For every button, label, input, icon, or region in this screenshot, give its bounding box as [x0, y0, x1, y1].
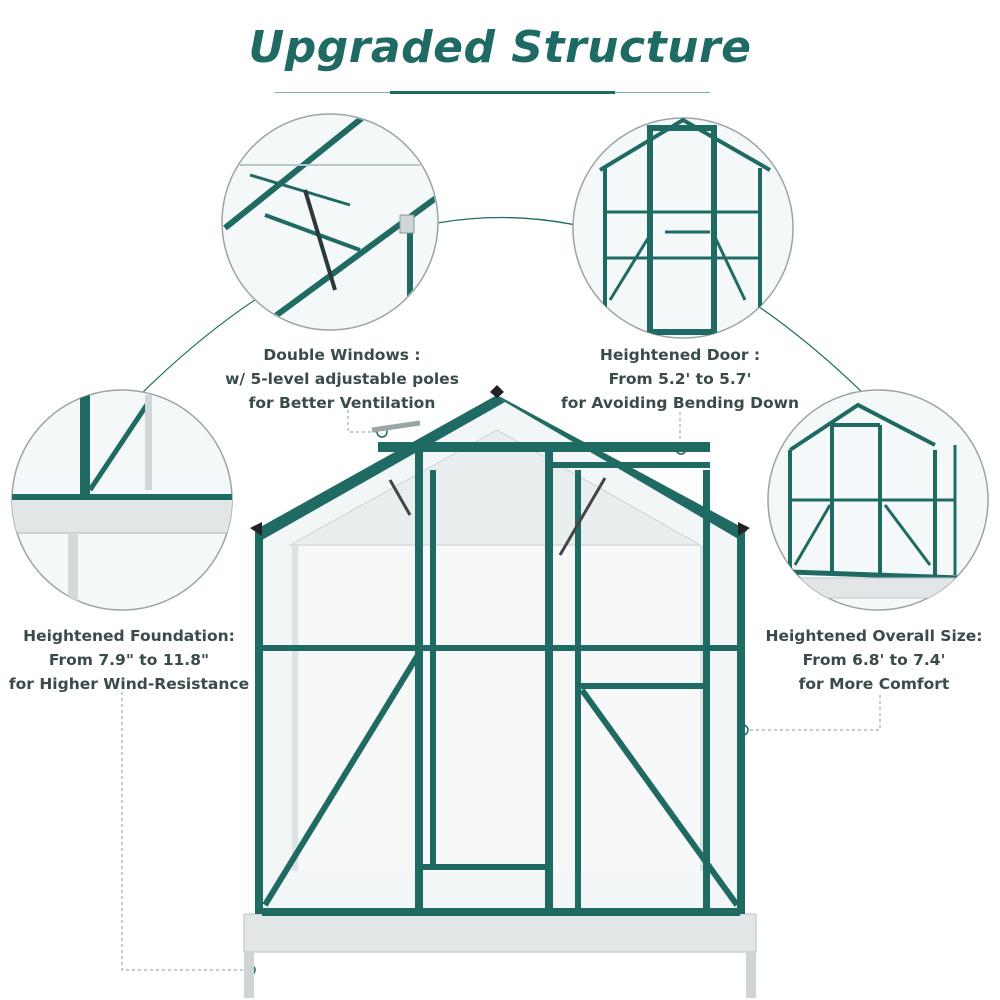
- overall-size-detail-image: [767, 389, 989, 611]
- size-caption-line2: From 6.8' to 7.4': [802, 651, 946, 669]
- leader-foundation: [121, 692, 250, 971]
- foundation-caption-line2: From 7.9" to 11.8": [48, 651, 210, 669]
- window-detail-image: [221, 113, 439, 331]
- foundation-caption-title: Heightened Foundation:: [23, 627, 235, 645]
- door-detail-image: [572, 117, 794, 339]
- size-caption-line3: for More Comfort: [798, 675, 950, 693]
- door-caption-line3: for Avoiding Bending Down: [560, 394, 800, 412]
- windows-caption: Double Windows : w/ 5-level adjustable p…: [207, 343, 477, 415]
- windows-caption-title: Double Windows :: [263, 346, 421, 364]
- foundation-caption-line3: for Higher Wind-Resistance: [8, 675, 250, 693]
- door-caption-line2: From 5.2' to 5.7': [608, 370, 752, 388]
- leader-windows: [347, 410, 382, 433]
- size-caption: Heightened Overall Size: From 6.8' to 7.…: [748, 624, 1000, 696]
- greenhouse-illustration: [243, 385, 757, 998]
- door-caption: Heightened Door : From 5.2' to 5.7' for …: [545, 343, 815, 415]
- windows-caption-line3: for Better Ventilation: [248, 394, 436, 412]
- page-title: Upgraded Structure: [248, 22, 752, 73]
- foundation-caption: Heightened Foundation: From 7.9" to 11.8…: [0, 624, 258, 696]
- size-caption-title: Heightened Overall Size:: [765, 627, 983, 645]
- foundation-detail-image: [11, 389, 233, 611]
- title-divider-accent: [390, 91, 615, 94]
- leader-size: [745, 695, 881, 731]
- door-caption-title: Heightened Door :: [599, 346, 761, 364]
- windows-caption-line2: w/ 5-level adjustable poles: [225, 370, 459, 388]
